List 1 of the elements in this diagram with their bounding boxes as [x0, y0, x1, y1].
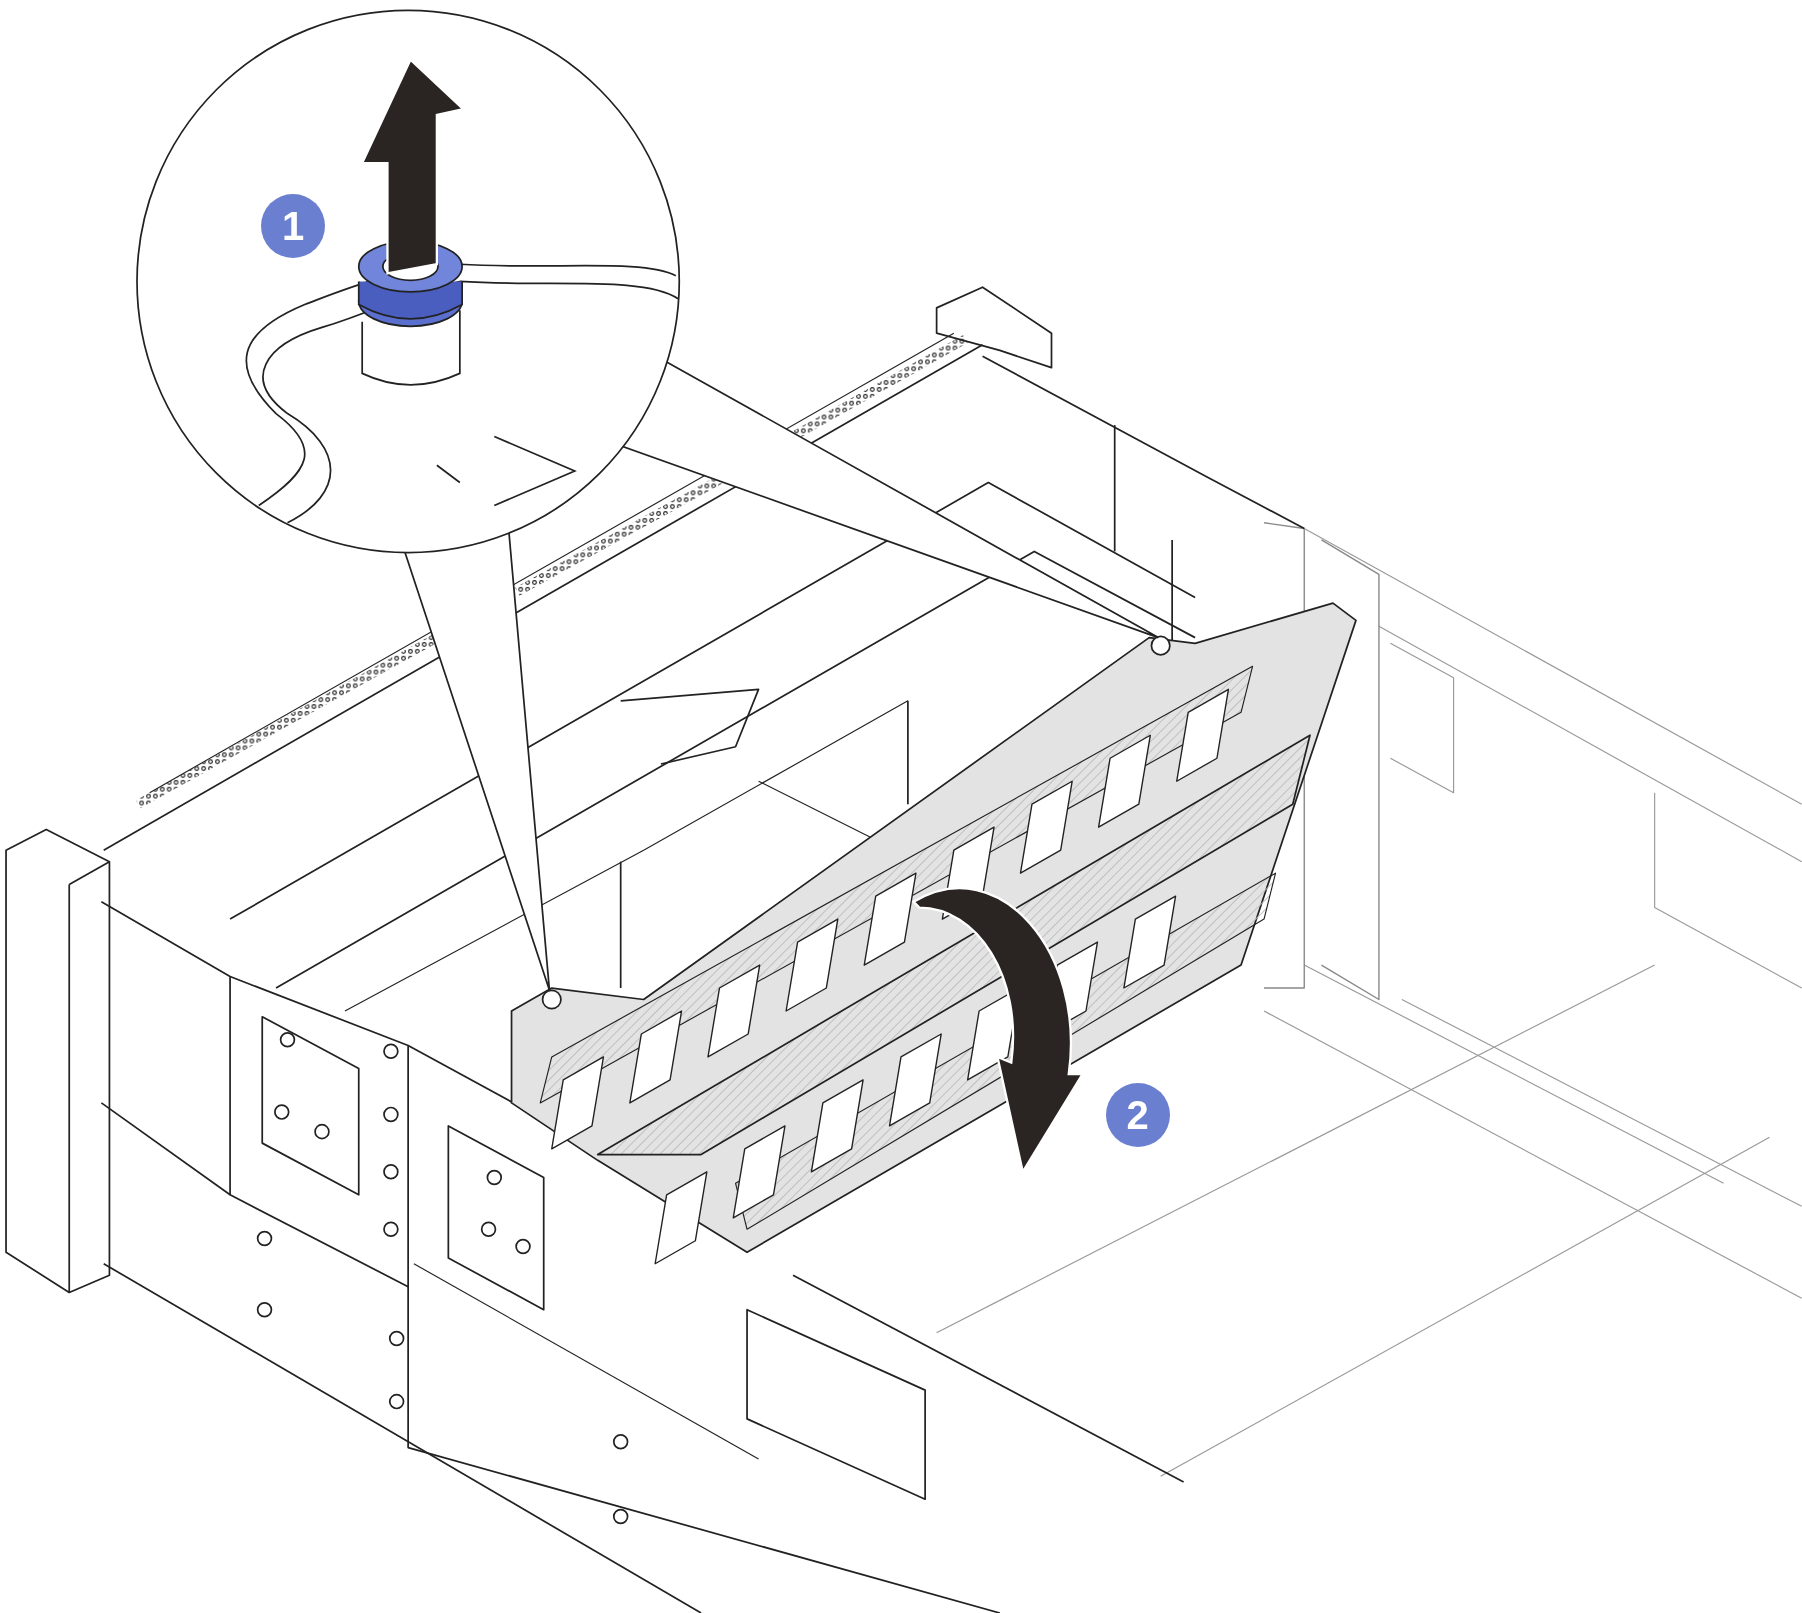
callout-number: 2 — [1105, 1082, 1170, 1147]
